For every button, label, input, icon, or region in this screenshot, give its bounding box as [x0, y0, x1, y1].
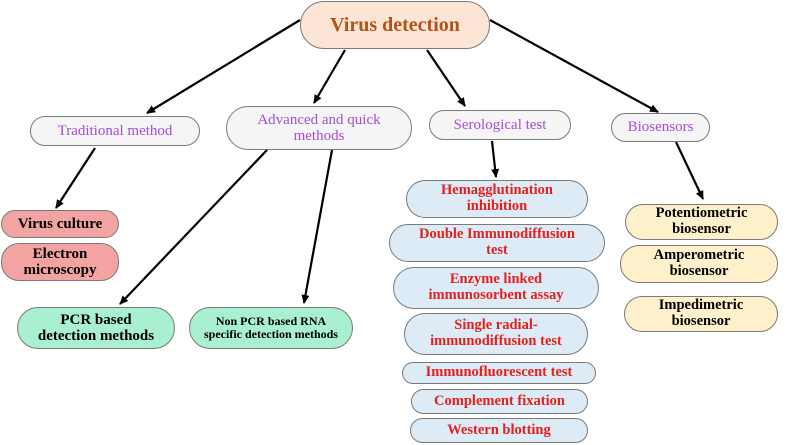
arrow-advanced-to-pcr [119, 149, 268, 305]
node-complement-fixation: Complement fixation [411, 389, 588, 414]
arrow-serological-to-items [490, 140, 500, 178]
category-advanced-methods: Advanced and quick methods [226, 106, 412, 150]
node-elisa: Enzyme linked immunosorbent assay [393, 267, 599, 309]
node-immunofluorescent-test: Immunofluorescent test [402, 362, 596, 384]
node-pcr-detection: PCR based detection methods [17, 307, 175, 349]
root-virus-detection: Virus detection [300, 1, 490, 49]
node-amperometric-biosensor: Amperometric biosensor [620, 245, 778, 283]
node-electron-microscopy: Electron microscopy [1, 243, 119, 281]
arrow-root-to-serological [426, 49, 466, 107]
node-impedimetric-biosensor: Impedimetric biosensor [624, 296, 778, 332]
category-traditional-method: Traditional method [30, 116, 200, 146]
node-hemagglutination-inhibition: Hemagglutination inhibition [406, 180, 588, 218]
arrow-root-to-traditional [146, 19, 301, 114]
node-virus-culture: Virus culture [1, 210, 119, 238]
node-potentiometric-biosensor: Potentiometric biosensor [625, 204, 778, 240]
node-western-blotting: Western blotting [410, 418, 588, 443]
arrow-traditional-to-culture [55, 147, 96, 209]
arrow-biosensors-to-items [675, 141, 704, 200]
node-double-immunodiffusion: Double Immunodiffusion test [389, 224, 605, 262]
arrow-root-to-biosensors [489, 19, 659, 113]
node-non-pcr-detection: Non PCR based RNA specific detection met… [189, 307, 353, 349]
arrow-root-to-advanced [313, 49, 346, 104]
arrow-advanced-to-nonpcr [301, 149, 334, 304]
node-single-radial-immunodiffusion: Single radial-immunodiffusion test [404, 313, 588, 355]
category-serological-test: Serological test [429, 110, 571, 140]
category-biosensors: Biosensors [611, 113, 710, 142]
